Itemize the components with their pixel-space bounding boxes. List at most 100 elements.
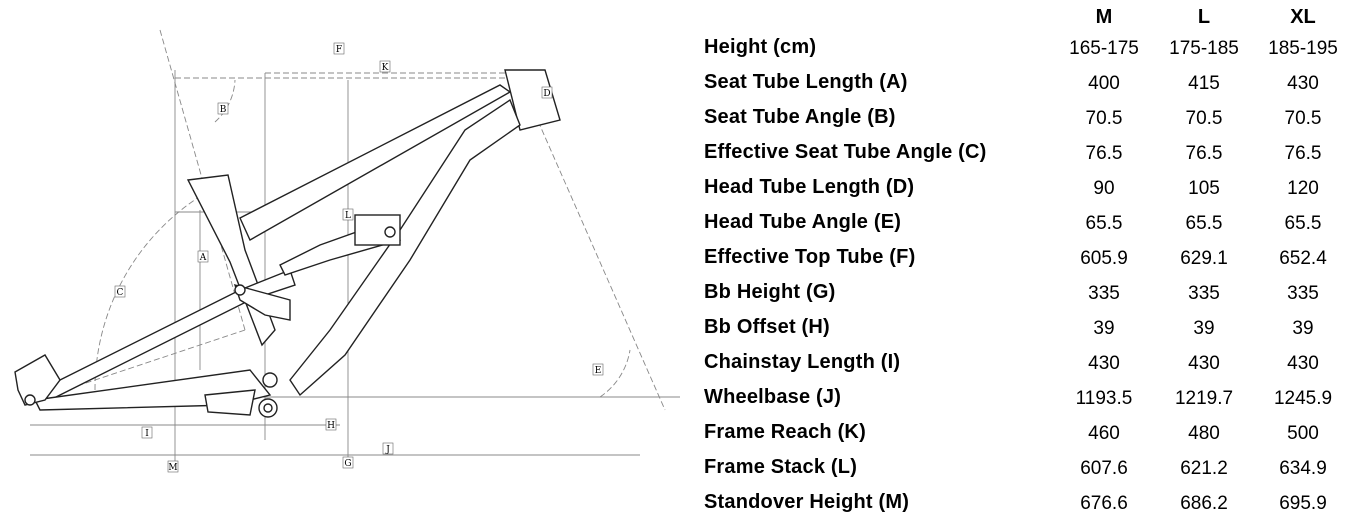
row-label: Bb Height (G) bbox=[704, 281, 836, 303]
frame-geometry-diagram: F K D B L A C E H I J G M bbox=[14, 29, 680, 473]
value-cell-l: 686.2 bbox=[1180, 493, 1228, 514]
value-cell-m: 430 bbox=[1088, 353, 1120, 374]
bike-frame bbox=[14, 69, 561, 418]
dim-label-f: F bbox=[333, 42, 345, 55]
svg-text:E: E bbox=[595, 366, 602, 376]
row-label: Frame Reach (K) bbox=[704, 421, 866, 443]
value-cell-xl: 39 bbox=[1292, 318, 1314, 339]
row-label: Seat Tube Angle (B) bbox=[704, 106, 896, 128]
value-cell-xl: 695.9 bbox=[1279, 493, 1327, 514]
svg-text:D: D bbox=[543, 89, 550, 99]
value-cell-xl: 500 bbox=[1287, 423, 1319, 444]
dim-label-c: C bbox=[114, 285, 126, 298]
table-row: Chainstay Length (I) 430 430 430 bbox=[700, 351, 1356, 386]
dim-label-i: I bbox=[141, 426, 153, 439]
dim-label-j: J bbox=[382, 442, 394, 455]
value-cell-m: 605.9 bbox=[1080, 248, 1128, 269]
value-cell-m: 1193.5 bbox=[1075, 388, 1133, 409]
value-cell-m: 39 bbox=[1093, 318, 1115, 339]
value-cell-m: 90 bbox=[1093, 178, 1115, 199]
table-row: Seat Tube Length (A) 400 415 430 bbox=[700, 71, 1356, 106]
row-label: Effective Top Tube (F) bbox=[704, 246, 916, 268]
value-cell-l: 76.5 bbox=[1185, 143, 1223, 164]
value-cell-xl: 430 bbox=[1287, 353, 1319, 374]
svg-text:K: K bbox=[382, 63, 389, 73]
row-label: Wheelbase (J) bbox=[704, 386, 842, 408]
svg-text:M: M bbox=[168, 463, 177, 473]
dim-label-g: G bbox=[342, 456, 354, 469]
table-row: Bb Offset (H) 39 39 39 bbox=[700, 316, 1356, 351]
dim-label-e: E bbox=[592, 363, 604, 376]
value-cell-l: 175-185 bbox=[1169, 38, 1239, 59]
svg-text:C: C bbox=[117, 288, 124, 298]
value-cell-l: 629.1 bbox=[1180, 248, 1228, 269]
svg-text:J: J bbox=[385, 445, 390, 455]
svg-text:F: F bbox=[336, 45, 342, 55]
value-cell-xl: 652.4 bbox=[1279, 248, 1327, 269]
value-cell-l: 70.5 bbox=[1185, 108, 1223, 129]
row-label: Bb Offset (H) bbox=[704, 316, 830, 338]
value-cell-m: 607.6 bbox=[1080, 458, 1128, 479]
dim-label-h: H bbox=[325, 418, 337, 431]
value-cell-m: 335 bbox=[1088, 283, 1120, 304]
size-header-m: M bbox=[1095, 6, 1113, 28]
row-label: Seat Tube Length (A) bbox=[704, 71, 908, 93]
value-cell-m: 676.6 bbox=[1080, 493, 1128, 514]
dim-label-k: K bbox=[379, 60, 391, 73]
table-row: Frame Reach (K) 460 480 500 bbox=[700, 421, 1356, 456]
value-cell-l: 65.5 bbox=[1185, 213, 1223, 234]
value-cell-xl: 70.5 bbox=[1284, 108, 1322, 129]
table-row: Effective Top Tube (F) 605.9 629.1 652.4 bbox=[700, 246, 1356, 281]
row-label: Chainstay Length (I) bbox=[704, 351, 901, 373]
value-cell-l: 1219.7 bbox=[1174, 388, 1234, 409]
value-cell-m: 70.5 bbox=[1085, 108, 1123, 129]
value-cell-l: 621.2 bbox=[1180, 458, 1228, 479]
table-row: Height (cm) 165-175 175-185 185-195 bbox=[700, 36, 1356, 71]
table-row: Effective Seat Tube Angle (C) 76.5 76.5 76.… bbox=[700, 141, 1356, 176]
svg-text:A: A bbox=[199, 253, 207, 263]
value-cell-xl: 120 bbox=[1287, 178, 1319, 199]
value-cell-l: 430 bbox=[1188, 353, 1220, 374]
value-cell-l: 39 bbox=[1193, 318, 1215, 339]
dim-label-b: B bbox=[217, 102, 229, 115]
dim-label-a: A bbox=[197, 250, 209, 263]
table-row: Head Tube Angle (E) 65.5 65.5 65.5 bbox=[700, 211, 1356, 246]
value-cell-xl: 65.5 bbox=[1284, 213, 1322, 234]
value-cell-xl: 430 bbox=[1287, 73, 1319, 94]
svg-text:G: G bbox=[344, 459, 351, 469]
row-label: Effective Seat Tube Angle (C) bbox=[704, 141, 987, 163]
value-cell-l: 415 bbox=[1188, 73, 1220, 94]
table-row: Standover Height (M) 676.6 686.2 695.9 bbox=[700, 491, 1356, 526]
value-cell-xl: 76.5 bbox=[1284, 143, 1322, 164]
row-label: Frame Stack (L) bbox=[704, 456, 858, 478]
value-cell-m: 76.5 bbox=[1085, 143, 1123, 164]
row-label: Standover Height (M) bbox=[704, 491, 910, 513]
dim-label-d: D bbox=[541, 86, 553, 99]
svg-text:B: B bbox=[220, 105, 227, 115]
size-header-l: L bbox=[1197, 6, 1211, 28]
value-cell-xl: 1245.9 bbox=[1273, 388, 1333, 409]
svg-text:H: H bbox=[327, 421, 335, 431]
value-cell-m: 460 bbox=[1088, 423, 1120, 444]
dim-label-m: M bbox=[167, 460, 179, 473]
table-row: Seat Tube Angle (B) 70.5 70.5 70.5 bbox=[700, 106, 1356, 141]
table-row: Frame Stack (L) 607.6 621.2 634.9 bbox=[700, 456, 1356, 491]
value-cell-xl: 634.9 bbox=[1279, 458, 1327, 479]
table-row: Bb Height (G) 335 335 335 bbox=[700, 281, 1356, 316]
dimension-labels: F K D B L A C E H I J G M bbox=[114, 42, 604, 473]
table-row: Wheelbase (J) 1193.5 1219.7 1245.9 bbox=[700, 386, 1356, 421]
size-header-xl: XL bbox=[1290, 6, 1316, 28]
value-cell-m: 400 bbox=[1088, 73, 1120, 94]
svg-text:L: L bbox=[345, 211, 351, 221]
row-label: Height (cm) bbox=[704, 36, 817, 58]
value-cell-l: 335 bbox=[1188, 283, 1220, 304]
dim-label-l: L bbox=[342, 208, 354, 221]
value-cell-l: 480 bbox=[1188, 423, 1220, 444]
value-cell-xl: 335 bbox=[1287, 283, 1319, 304]
value-cell-xl: 185-195 bbox=[1268, 38, 1338, 59]
row-label: Head Tube Angle (E) bbox=[704, 211, 902, 233]
value-cell-m: 165-175 bbox=[1069, 38, 1139, 59]
value-cell-m: 65.5 bbox=[1085, 213, 1123, 234]
